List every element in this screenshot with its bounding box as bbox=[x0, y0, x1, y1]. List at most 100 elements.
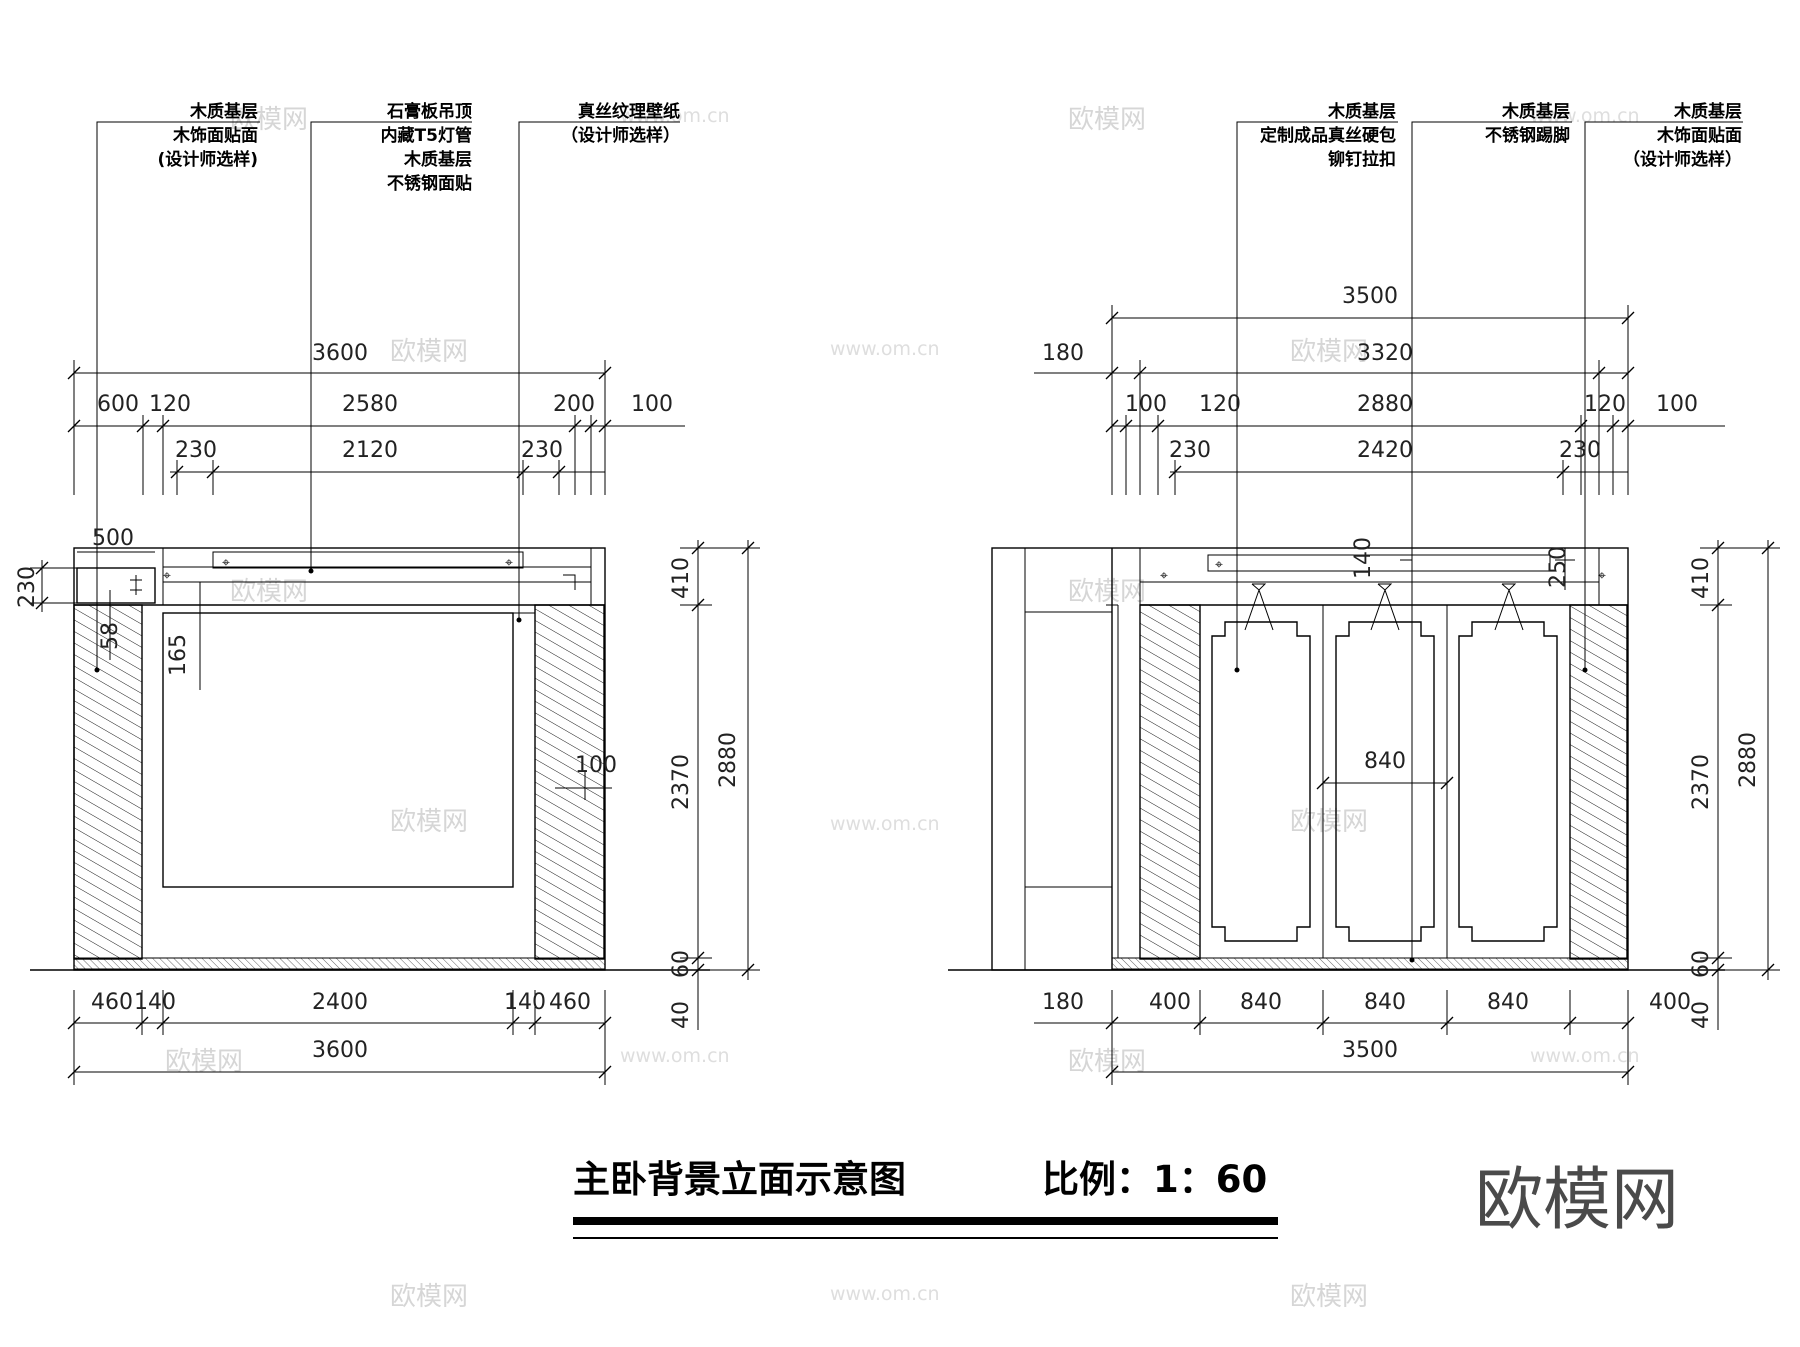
dim-label: 230 bbox=[15, 566, 40, 608]
dim-label: 840 bbox=[1487, 990, 1529, 1015]
watermark: 欧模网 bbox=[390, 1282, 468, 1312]
dim-label: 100 bbox=[1125, 392, 1167, 417]
dim-label: 2370 bbox=[1689, 754, 1714, 810]
dim-label: 60 bbox=[1689, 950, 1714, 978]
dim-label: 230 bbox=[521, 438, 563, 463]
watermark: 欧模网 bbox=[1068, 577, 1146, 607]
dim-label: 60 bbox=[669, 950, 694, 978]
dim-label: 410 bbox=[669, 557, 694, 599]
right-wall-outline: ⌖ ⌖ ⌖ bbox=[948, 540, 1725, 971]
dim-label: 400 bbox=[1149, 990, 1191, 1015]
right-callout-2: 木质基层 不锈钢踢脚 bbox=[1485, 101, 1570, 146]
light-fixture-icon: ⌖ bbox=[163, 568, 171, 584]
dim-label: 460 bbox=[549, 990, 591, 1015]
callout-line: 石膏板吊顶 bbox=[386, 101, 472, 122]
left-callout-3: 真丝纹理壁纸 （设计师选样） bbox=[561, 101, 680, 146]
dim-label: 2400 bbox=[312, 990, 368, 1015]
right-bottom-dimensions: 180 400 840 840 840 400 3500 bbox=[1034, 990, 1691, 1085]
right-small-dimensions: 840 140 250 bbox=[1316, 537, 1575, 790]
watermark: 欧模网 bbox=[1068, 105, 1146, 135]
dim-label: 180 bbox=[1042, 341, 1084, 366]
dim-label: 140 bbox=[1351, 537, 1376, 579]
callout-line: （设计师选样） bbox=[561, 125, 680, 146]
dim-label: 100 bbox=[631, 392, 673, 417]
light-fixture-icon: ⌖ bbox=[222, 555, 230, 571]
callout-line: 木质基层 bbox=[1327, 101, 1396, 122]
dim-label: 40 bbox=[1689, 1001, 1714, 1029]
dim-label: 250 bbox=[1546, 546, 1571, 588]
callout-line: (设计师选样) bbox=[157, 149, 258, 170]
callout-line: 木饰面贴面 bbox=[1656, 125, 1742, 146]
dim-label: 2880 bbox=[1357, 392, 1413, 417]
dim-label: 165 bbox=[166, 634, 191, 676]
dim-label: 460 bbox=[91, 990, 133, 1015]
light-fixture-icon: ⌖ bbox=[505, 555, 513, 571]
dim-label: 3600 bbox=[312, 341, 368, 366]
callout-line: （设计师选样） bbox=[1623, 149, 1742, 170]
brand-logo: 欧模网 bbox=[1475, 1161, 1679, 1240]
callout-line: 铆钉拉扣 bbox=[1328, 149, 1396, 170]
dim-label: 2120 bbox=[342, 438, 398, 463]
dim-label: 100 bbox=[575, 753, 617, 778]
left-bottom-dimensions: 460 140 2400 140 460 3600 bbox=[67, 990, 612, 1085]
watermark: 欧模网 bbox=[390, 807, 468, 837]
left-callout-leaders bbox=[94, 121, 680, 673]
watermark-url: www.om.cn bbox=[620, 1045, 730, 1067]
dim-label: 120 bbox=[1199, 392, 1241, 417]
light-fixture-icon: ⌖ bbox=[1160, 568, 1168, 584]
watermark: 欧模网 bbox=[1290, 1282, 1368, 1312]
upholstered-panels bbox=[1199, 605, 1571, 958]
watermark-layer: 欧模网 欧模网 欧模网 欧模网 欧模网 欧模网 欧模网 欧模网 欧模网 欧模网 … bbox=[165, 105, 1640, 1312]
callout-line: 定制成品真丝硬包 bbox=[1260, 125, 1396, 146]
right-callout-3: 木质基层 木饰面贴面 （设计师选样） bbox=[1623, 101, 1742, 170]
left-top-dimensions: 3600 600 120 2580 200 100 230 2120 230 bbox=[67, 341, 685, 495]
dim-label: 410 bbox=[1689, 557, 1714, 599]
dim-label: 3500 bbox=[1342, 284, 1398, 309]
right-vertical-dimensions: 410 2370 60 40 2880 bbox=[1689, 540, 1780, 1030]
dim-label: 840 bbox=[1240, 990, 1282, 1015]
callout-line: 真丝纹理壁纸 bbox=[578, 101, 680, 122]
left-callout-2: 石膏板吊顶 内藏T5灯管 木质基层 不锈钢面贴 bbox=[381, 101, 472, 194]
dim-label: 3600 bbox=[312, 1038, 368, 1063]
callout-line: 木质基层 bbox=[403, 149, 472, 170]
dim-label: 400 bbox=[1649, 990, 1691, 1015]
dim-label: 2880 bbox=[716, 732, 741, 788]
left-vertical-dimensions: 410 2370 60 40 2880 bbox=[669, 540, 760, 1030]
dim-label: 120 bbox=[1584, 392, 1626, 417]
left-wall-outline: ⌖ ⌖ ⌖ bbox=[30, 547, 710, 971]
dim-label: 58 bbox=[98, 622, 123, 650]
dim-label: 230 bbox=[1559, 438, 1601, 463]
right-top-dimensions: 3500 180 3320 100 120 2880 120 100 230 2… bbox=[1034, 284, 1725, 495]
watermark: 欧模网 bbox=[1290, 337, 1368, 367]
drawing-title: 主卧背景立面示意图 bbox=[573, 1158, 906, 1201]
drawing-scale: 比例：1：60 bbox=[1042, 1158, 1267, 1201]
callout-line: 内藏T5灯管 bbox=[381, 125, 472, 146]
watermark-url: www.om.cn bbox=[830, 1283, 940, 1305]
callout-line: 木质基层 bbox=[1673, 101, 1742, 122]
light-fixture-icon: ⌖ bbox=[1215, 557, 1223, 573]
left-callout-1: 木质基层 木饰面贴面 (设计师选样) bbox=[157, 101, 258, 170]
watermark: 欧模网 bbox=[390, 337, 468, 367]
dim-label: 140 bbox=[504, 990, 546, 1015]
callout-line: 木质基层 bbox=[1501, 101, 1570, 122]
watermark-url: www.om.cn bbox=[1530, 1045, 1640, 1067]
watermark-url: www.om.cn bbox=[830, 813, 940, 835]
dim-label: 40 bbox=[669, 1001, 694, 1029]
dim-label: 840 bbox=[1364, 990, 1406, 1015]
callout-line: 木饰面贴面 bbox=[172, 125, 258, 146]
watermark: 欧模网 bbox=[1290, 807, 1368, 837]
dim-label: 500 bbox=[92, 526, 134, 551]
right-callout-1: 木质基层 定制成品真丝硬包 铆钉拉扣 bbox=[1260, 101, 1396, 170]
left-elevation: 木质基层 木饰面贴面 (设计师选样) 石膏板吊顶 内藏T5灯管 木质基层 不锈钢… bbox=[15, 101, 760, 1085]
dim-label: 100 bbox=[1656, 392, 1698, 417]
drawing-title-block: 主卧背景立面示意图 比例：1：60 bbox=[573, 1158, 1278, 1239]
light-fixture-icon: ⌖ bbox=[1598, 568, 1606, 584]
dim-label: 230 bbox=[175, 438, 217, 463]
left-small-dimensions: 500 230 58 165 100 bbox=[15, 526, 617, 800]
dim-label: 2580 bbox=[342, 392, 398, 417]
dim-label: 140 bbox=[134, 990, 176, 1015]
dim-label: 3500 bbox=[1342, 1038, 1398, 1063]
dim-label: 2420 bbox=[1357, 438, 1413, 463]
dim-label: 840 bbox=[1364, 749, 1406, 774]
